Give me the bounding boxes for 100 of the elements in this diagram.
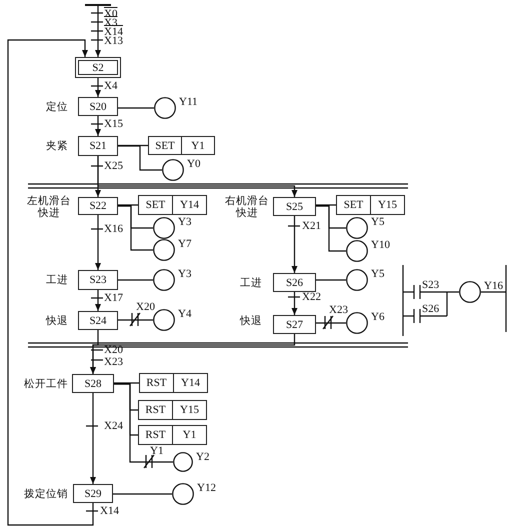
step-box: S29 — [73, 484, 113, 503]
coil-circle — [172, 483, 194, 505]
arrow — [292, 292, 298, 315]
step-label: 右机滑台快进 — [224, 196, 270, 220]
coil-label: Y5 — [371, 216, 384, 228]
connector-line — [114, 382, 139, 384]
step-label: 快退 — [238, 316, 263, 328]
transition-label: X20 — [136, 301, 155, 313]
coil-circle — [153, 269, 175, 291]
arrow — [95, 290, 101, 311]
instruction-box — [139, 373, 208, 393]
contact-label: S23 — [422, 279, 440, 291]
step-box: S20 — [78, 97, 118, 116]
instruction-label: SET — [144, 198, 166, 213]
instruction-box — [148, 136, 215, 155]
transition-label: X24 — [104, 420, 123, 432]
step-label: 工进 — [45, 275, 69, 287]
arrow — [90, 334, 296, 374]
connector-line — [118, 144, 148, 146]
coil-label: Y11 — [179, 96, 198, 108]
arrow — [7, 39, 94, 526]
transition-label: X22 — [302, 291, 321, 303]
coil-label: Y12 — [197, 482, 216, 494]
step-box: S22 — [78, 197, 118, 215]
operand-label: Y1 — [172, 426, 206, 444]
coil-circle — [153, 239, 175, 261]
instruction-box — [138, 425, 207, 445]
arrow — [292, 216, 298, 273]
connector-line — [316, 205, 346, 252]
coil-circle — [346, 269, 368, 291]
transition-label: X16 — [104, 223, 123, 235]
connector-line — [113, 493, 172, 495]
connector-line — [118, 145, 162, 171]
coil-circle — [173, 452, 193, 472]
step-label: 左机滑台快进 — [26, 196, 72, 220]
arrow — [95, 116, 101, 136]
operand-label: Y15 — [370, 196, 404, 214]
coil-circle — [162, 159, 184, 181]
connector-line — [316, 322, 346, 324]
instruction-label: SET — [342, 198, 364, 213]
step-label: 夹紧 — [45, 141, 69, 153]
step-box: S27 — [273, 315, 316, 334]
instruction-label: RST — [145, 376, 168, 391]
step-label: 定位 — [45, 102, 69, 114]
connector-line — [316, 204, 336, 206]
coil-label: Y7 — [178, 238, 192, 250]
coil-circle — [346, 240, 368, 262]
connector-line — [118, 204, 138, 206]
transition-label: Y1 — [150, 445, 164, 457]
transition-label: X14 — [100, 505, 119, 517]
connector-line — [316, 279, 346, 281]
transition-label: X23 — [329, 304, 348, 316]
transition-label: X15 — [104, 118, 123, 130]
step-box: S26 — [273, 273, 316, 292]
initial-step-box: S2 — [75, 57, 121, 78]
operand-label: Y1 — [181, 137, 214, 154]
condition-label: X3 — [104, 17, 118, 29]
coil-circle — [154, 97, 176, 119]
coil-label: Y16 — [484, 280, 503, 292]
coil-label: Y0 — [187, 158, 200, 170]
step-label: 松开工件 — [23, 379, 69, 391]
instruction-label: RST — [144, 428, 167, 443]
contact-label: S26 — [422, 303, 440, 315]
condition-label: X14 — [104, 26, 123, 38]
operand-label: Y14 — [173, 374, 207, 392]
step-box: S25 — [273, 197, 316, 216]
transition-label: X25 — [104, 160, 123, 172]
coil-label: Y10 — [371, 239, 390, 251]
connector-line — [114, 383, 173, 463]
coil-label: Y4 — [178, 308, 192, 320]
transition-label: X4 — [104, 80, 118, 92]
connector-line — [118, 107, 154, 109]
coil-label: Y3 — [178, 268, 192, 280]
step-label: 拨定位销 — [23, 489, 69, 501]
arrow — [97, 156, 298, 197]
connector-line — [118, 279, 153, 281]
condition-label: X13 — [104, 35, 123, 47]
arrow — [95, 215, 101, 270]
transition-label: X21 — [302, 220, 321, 232]
instruction-box — [138, 400, 207, 420]
coil-circle — [153, 217, 175, 239]
coil-label: Y6 — [371, 311, 384, 323]
step-box: S21 — [78, 136, 118, 156]
step-box: S23 — [78, 270, 118, 290]
connector-line — [118, 205, 153, 251]
coil-label: Y5 — [371, 268, 384, 280]
coil-circle — [459, 281, 481, 303]
arrow — [90, 393, 96, 484]
coil-label: Y3 — [178, 216, 192, 228]
instruction-box — [138, 195, 207, 215]
condition-label: X0 — [104, 8, 118, 20]
step-label: 工进 — [239, 278, 263, 290]
arrow — [95, 78, 101, 97]
arrow — [95, 6, 101, 57]
step-box: S24 — [78, 311, 118, 330]
coil-circle — [346, 312, 368, 334]
coil-circle — [153, 309, 175, 331]
step-label: 快退 — [44, 316, 69, 328]
operand-label: Y14 — [172, 196, 206, 214]
connector-line — [118, 319, 153, 321]
